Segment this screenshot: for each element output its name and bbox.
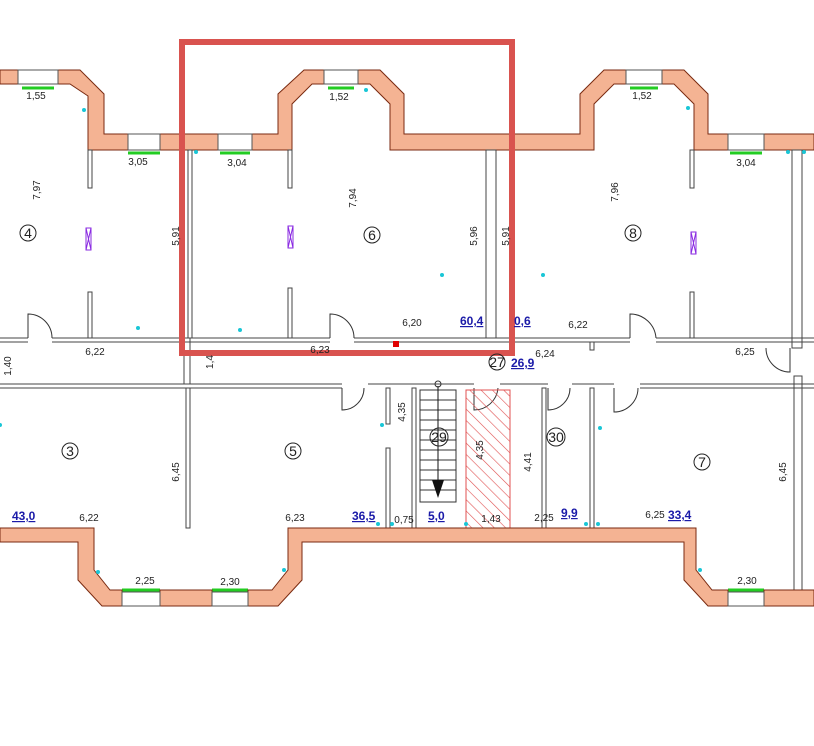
hatched-shaft (465, 389, 511, 529)
dimension-labels: 1,55 1,52 1,52 3,05 3,04 3,04 7,97 7,94 … (3, 91, 789, 588)
room-areas: 60,4 0,6 26,9 43,0 36,5 5,0 9,9 33,4 (12, 314, 692, 523)
dim-corridor: 1,40 (3, 356, 14, 376)
interior-walls (0, 149, 814, 597)
area-room-7: 33,4 (668, 508, 692, 522)
area-room-3: 43,0 (12, 509, 36, 523)
dim-window: 3,05 (128, 157, 148, 168)
area-room-8-partial: 0,6 (514, 314, 531, 328)
room-numbers: 4 6 8 3 5 7 27 29 30 (19, 224, 711, 471)
dim-window: 3,04 (227, 158, 247, 169)
area-room-30: 9,9 (561, 506, 578, 520)
room-number-8: 8 (629, 225, 637, 241)
dim-height: 4,35 (475, 440, 486, 460)
dim-height: 7,94 (348, 188, 359, 208)
dim-corridor: 1,4 (205, 355, 216, 369)
room-number-4: 4 (24, 225, 32, 241)
dim-height: 6,45 (778, 462, 789, 482)
dim-length: 1,43 (481, 514, 501, 525)
room-number-6: 6 (368, 227, 376, 243)
room-number-27: 27 (489, 354, 505, 370)
dim-length: 6,23 (285, 513, 305, 524)
dim-height: 5,91 (501, 226, 512, 246)
dim-height: 4,35 (397, 402, 408, 422)
window-glazing (22, 86, 764, 592)
selected-room-highlight (179, 39, 515, 356)
dim-length: 6,25 (645, 510, 665, 521)
dim-window: 1,52 (329, 92, 349, 103)
dim-length: 0,75 (394, 515, 414, 526)
dim-length: 6,22 (568, 320, 588, 331)
fixture-dots (0, 88, 806, 574)
dim-height: 7,97 (32, 180, 43, 200)
area-room-29: 5,0 (428, 509, 445, 523)
dim-window: 3,04 (736, 158, 756, 169)
radiator-markers (85, 225, 697, 255)
area-room-27: 26,9 (511, 356, 535, 370)
bottom-exterior-wall (0, 527, 814, 607)
dim-length: 2,25 (534, 513, 554, 524)
top-windows (17, 69, 765, 151)
dim-height: 5,96 (469, 226, 480, 246)
red-marker (393, 341, 399, 347)
dim-length: 6,25 (735, 347, 755, 358)
room-number-30: 30 (548, 429, 564, 445)
room-number-5: 5 (289, 443, 297, 459)
area-room-6: 60,4 (460, 314, 484, 328)
dim-window: 2,30 (737, 576, 757, 587)
room-number-3: 3 (66, 443, 74, 459)
top-exterior-wall (0, 69, 814, 151)
room-number-29: 29 (431, 429, 447, 445)
dim-height: 6,45 (171, 462, 182, 482)
dim-window: 1,52 (632, 91, 652, 102)
dim-length: 6,24 (535, 349, 555, 360)
dim-length: 6,20 (402, 318, 422, 329)
bottom-windows (121, 591, 765, 607)
dim-length: 6,22 (85, 347, 105, 358)
area-room-5: 36,5 (352, 509, 376, 523)
dim-height: 4,41 (523, 452, 534, 472)
dim-length: 6,23 (310, 345, 330, 356)
dim-height: 5,91 (171, 226, 182, 246)
dim-window: 2,30 (220, 577, 240, 588)
dim-length: 6,22 (79, 513, 99, 524)
room-number-7: 7 (698, 454, 706, 470)
dim-window: 2,25 (135, 576, 155, 587)
dim-height: 7,96 (610, 182, 621, 202)
stair-arrow (432, 480, 444, 498)
dim-window: 1,55 (26, 91, 46, 102)
